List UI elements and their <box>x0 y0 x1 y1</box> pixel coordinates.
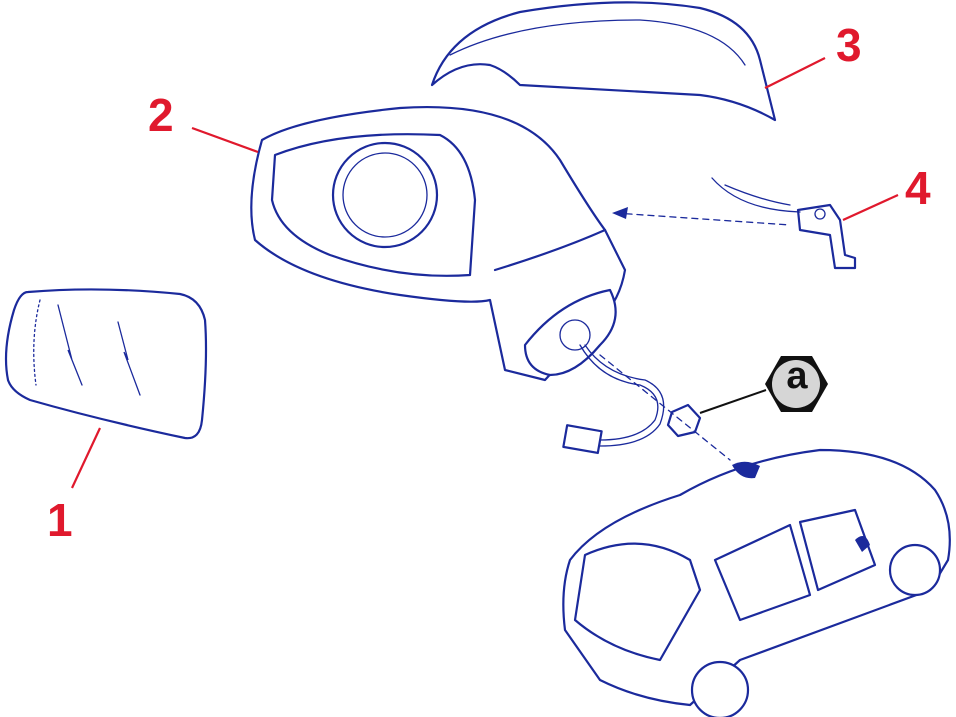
leader-4 <box>842 193 899 222</box>
callout-2: 2 <box>148 89 174 141</box>
side-indicator <box>612 177 857 270</box>
callout-1: 1 <box>47 494 73 546</box>
mirror-housing <box>250 106 627 382</box>
leader-2 <box>191 126 259 154</box>
leader-3 <box>764 57 826 89</box>
badge-label: a <box>786 355 808 397</box>
mirror-cover <box>430 1 777 122</box>
mirror-glass <box>4 288 208 440</box>
vehicle-outline <box>562 448 951 717</box>
callout-4: 4 <box>905 162 931 214</box>
callout-3: 3 <box>836 19 862 71</box>
wiring-harness <box>562 344 665 455</box>
nut <box>599 354 731 461</box>
tool-badge <box>699 356 828 414</box>
leader-1 <box>71 427 101 489</box>
